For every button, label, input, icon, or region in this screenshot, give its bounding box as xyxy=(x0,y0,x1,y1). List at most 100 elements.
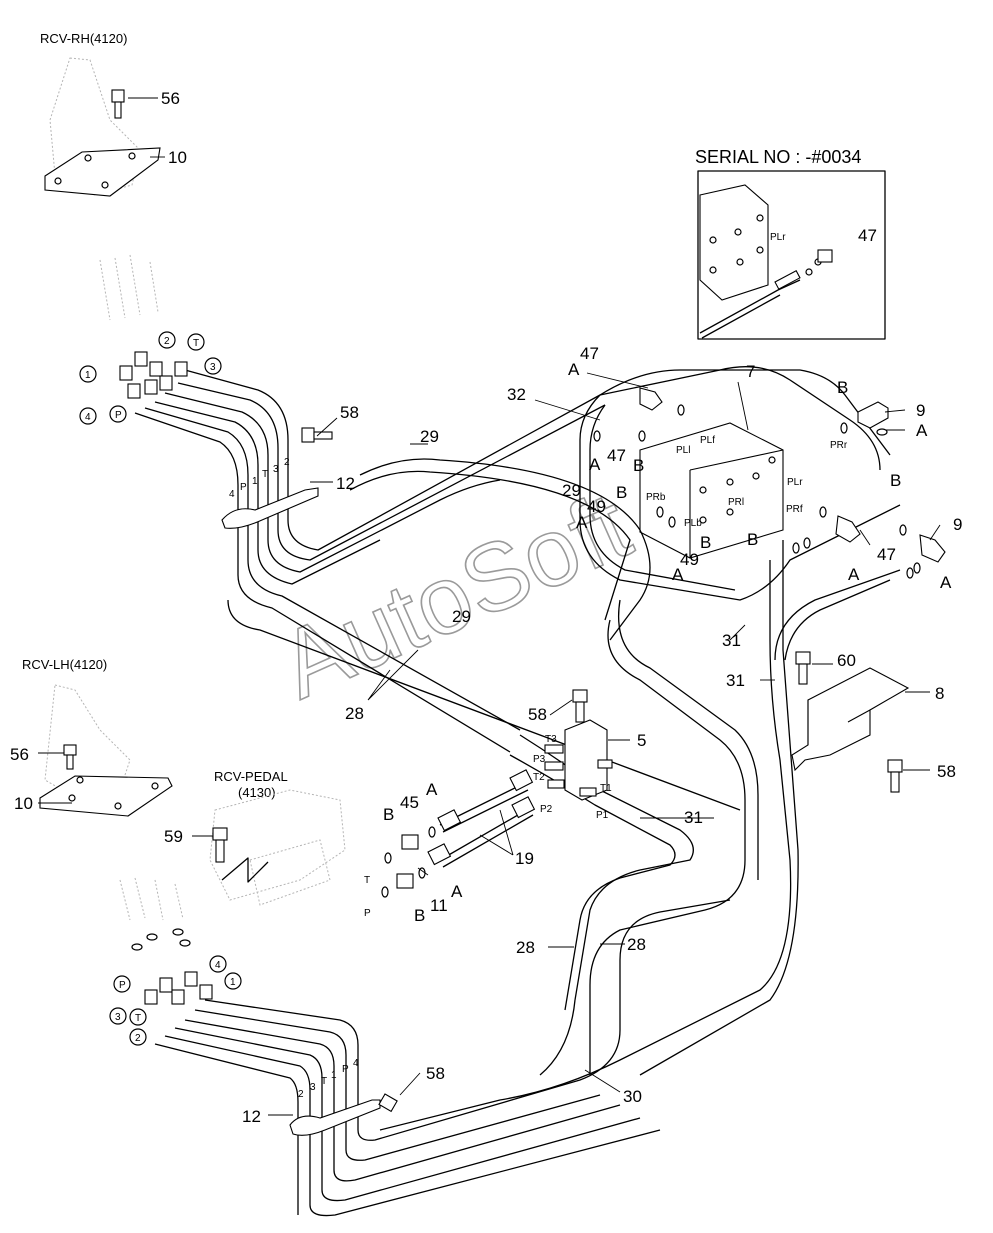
port-t1: T1 xyxy=(600,783,612,794)
port-p2: P2 xyxy=(540,804,553,815)
port-plr: PLr xyxy=(787,477,803,488)
circled-port-markers: 1 2 T 3 4 P P 4 1 3 T 2 xyxy=(79,331,242,1046)
circled-lh-2: 2 xyxy=(135,1033,141,1044)
bolt-56-top xyxy=(111,89,125,119)
tube-marks-bottom: 2 3 T 1 P 4 xyxy=(298,1058,359,1100)
letter-b-1: B xyxy=(633,456,644,475)
port-p: P xyxy=(364,908,371,919)
clamp-12-top xyxy=(221,487,319,529)
callout-9-b: 9 xyxy=(953,515,962,534)
header-rcv-pedal-code: (4130) xyxy=(238,785,276,800)
callout-47-c: 47 xyxy=(877,545,896,564)
port-plb: PLb xyxy=(684,518,702,529)
callout-12-top: 12 xyxy=(336,474,355,493)
callout-31-c: 31 xyxy=(684,808,703,827)
letter-a-4: A xyxy=(672,565,684,584)
bolt-60 xyxy=(795,651,811,685)
tube-mark: 3 xyxy=(310,1082,316,1093)
circled-lh-t: T xyxy=(135,1013,141,1024)
callout-30: 30 xyxy=(623,1087,642,1106)
callout-32: 32 xyxy=(507,385,526,404)
circled-rh-1: 1 xyxy=(85,370,91,381)
inset-valve-block xyxy=(699,184,833,339)
tube-mark: 2 xyxy=(298,1089,304,1100)
letter-b-3: B xyxy=(890,471,901,490)
letter-a-2: A xyxy=(589,455,601,474)
tube-mark: T xyxy=(262,469,268,480)
rcv-lh-ghost xyxy=(44,684,184,921)
callout-8: 8 xyxy=(935,684,944,703)
callout-7: 7 xyxy=(746,362,755,381)
bolt-56-bottom xyxy=(63,744,77,770)
callout-29-a: 29 xyxy=(420,427,439,446)
callout-9-a: 9 xyxy=(916,401,925,420)
circled-rh-t: T xyxy=(193,338,199,349)
port-prb: PRb xyxy=(646,492,666,503)
circled-lh-p: P xyxy=(119,980,126,991)
port-plf: PLf xyxy=(700,435,715,446)
tube-mark: 1 xyxy=(331,1070,337,1081)
letter-b-5: B xyxy=(700,533,711,552)
elbow-47-right xyxy=(835,515,861,543)
rcv-lh-base-plate xyxy=(39,775,173,817)
rcv-pedal-ghost xyxy=(209,789,346,906)
bolt-58-bottom xyxy=(378,1093,398,1113)
serial-header: SERIAL NO : -#0034 xyxy=(695,147,861,167)
elbow-9-right xyxy=(919,534,946,563)
tube-bundle-lower xyxy=(154,734,731,1217)
bolt-58-center xyxy=(572,689,588,723)
letter-a-6: A xyxy=(916,421,928,440)
letter-a-9: A xyxy=(451,882,463,901)
circled-rh-4: 4 xyxy=(85,412,91,423)
rcv-rh-fittings xyxy=(119,351,188,399)
callout-47-b: 47 xyxy=(607,446,626,465)
tube-mark: T xyxy=(321,1076,327,1087)
circled-lh-4: 4 xyxy=(215,960,221,971)
bolt-59 xyxy=(212,827,269,883)
letter-b-2: B xyxy=(837,378,848,397)
callout-5: 5 xyxy=(637,731,646,750)
port-plr-inset: PLr xyxy=(770,232,786,243)
letter-a-8: A xyxy=(426,780,438,799)
rcv-lh-fittings xyxy=(131,928,213,1005)
bolt-58-right xyxy=(887,759,903,793)
callout-58-b: 58 xyxy=(937,762,956,781)
elbow-9-top xyxy=(857,401,889,429)
letter-a-5: A xyxy=(848,565,860,584)
callout-60: 60 xyxy=(837,651,856,670)
callout-49-a: 49 xyxy=(587,497,606,516)
callout-28-b: 28 xyxy=(516,938,535,957)
connectors-45-11 xyxy=(381,826,436,898)
callout-45: 45 xyxy=(400,793,419,812)
tube-bundle-upper xyxy=(134,366,901,1131)
callout-28-a: 28 xyxy=(345,704,364,723)
callout-31-b: 31 xyxy=(726,671,745,690)
bracket-8 xyxy=(791,667,910,772)
header-rcv-lh: RCV-LH(4120) xyxy=(22,657,107,672)
callout-59: 59 xyxy=(164,827,183,846)
o-rings xyxy=(593,404,921,579)
port-prf: PRf xyxy=(786,504,803,515)
tube-mark: 3 xyxy=(273,464,279,475)
header-rcv-pedal: RCV-PEDAL xyxy=(214,769,288,784)
callout-19: 19 xyxy=(515,849,534,868)
callout-10-bottom: 10 xyxy=(14,794,33,813)
tube-mark: P xyxy=(342,1064,349,1075)
callout-56-top: 56 xyxy=(161,89,180,108)
port-pli: PLl xyxy=(676,445,690,456)
callout-31-a: 31 xyxy=(722,631,741,650)
letter-b-6: B xyxy=(747,530,758,549)
callout-58-a: 58 xyxy=(340,403,359,422)
rcv-rh-ghost xyxy=(49,57,159,321)
tube-mark: P xyxy=(240,482,247,493)
callout-10-top: 10 xyxy=(168,148,187,167)
letter-b-8: B xyxy=(414,906,425,925)
port-prr: PRr xyxy=(830,440,848,451)
clamp-12-bottom xyxy=(289,1099,381,1136)
rcv-rh-base-plate xyxy=(44,147,161,197)
callout-58-c: 58 xyxy=(528,705,547,724)
callout-12-bottom: 12 xyxy=(242,1107,261,1126)
port-letters: A A A A A A A A A B B B B B B B B xyxy=(383,360,952,925)
circled-lh-3: 3 xyxy=(115,1012,121,1023)
letter-a-3: A xyxy=(576,513,588,532)
